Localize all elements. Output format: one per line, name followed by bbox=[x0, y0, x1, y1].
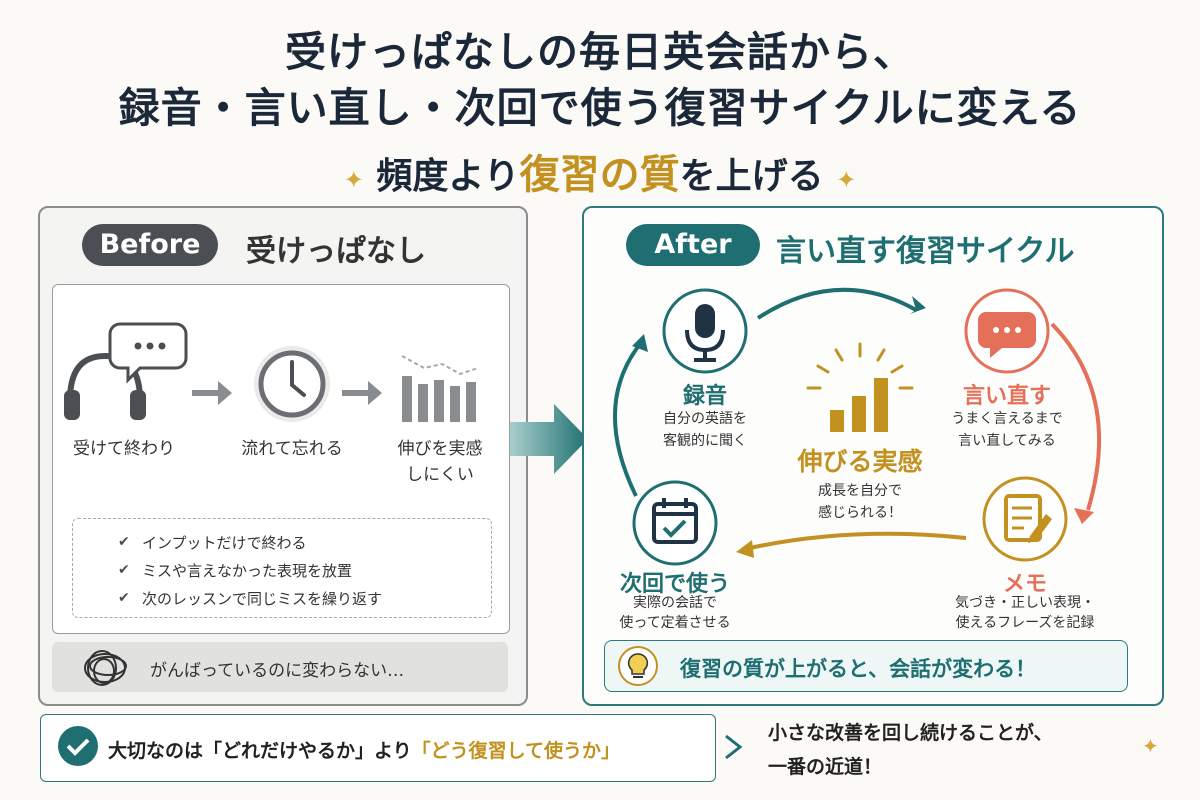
main-title-line1: 受けっぱなしの毎日英会話から、 bbox=[285, 28, 915, 76]
check-icon: ✔ bbox=[118, 562, 130, 578]
arrow-right-icon bbox=[192, 381, 232, 405]
after-summary-bar bbox=[604, 640, 1128, 692]
arrow-right-icon bbox=[342, 381, 382, 405]
check-circle-icon bbox=[58, 726, 98, 766]
lightbulb-icon bbox=[618, 646, 658, 686]
growth-bar-chart-icon bbox=[806, 342, 914, 432]
before-step-3-line2: しにくい bbox=[406, 465, 474, 485]
center-growth-title: 伸びる実感 bbox=[797, 447, 923, 476]
after-pill: After bbox=[626, 224, 760, 266]
cycle-arrows bbox=[613, 287, 1102, 558]
clock-icon bbox=[254, 346, 330, 422]
struggle-bar bbox=[52, 642, 508, 692]
microphone-icon bbox=[662, 288, 748, 374]
center-growth-desc2: 感じられる！ bbox=[818, 505, 902, 521]
before-step-1: 受けて終わり bbox=[73, 439, 175, 459]
sparkle-icon: ✦ bbox=[343, 166, 364, 194]
main-title-line2: 録音・言い直し・次回で使う復習サイクルに変える bbox=[118, 84, 1082, 132]
notepad-icon bbox=[982, 476, 1068, 562]
node-next-desc1: 実際の会話で bbox=[633, 595, 717, 611]
node-next-desc2: 使って定着させる bbox=[619, 615, 731, 631]
sparkle-icon: ✦ bbox=[836, 166, 857, 194]
flat-bar-chart-icon bbox=[401, 355, 479, 422]
center-growth-desc1: 成長を自分で bbox=[818, 483, 902, 499]
subtitle-post: を上げる bbox=[679, 156, 824, 197]
closing-line1: 小さな改善を回し続けることが、 bbox=[768, 722, 1053, 744]
before-step-3-line1: 伸びを実感 bbox=[397, 439, 483, 459]
key-message-pre: 大切なのは「どれだけやるか」より bbox=[108, 740, 412, 762]
transition-arrow-icon bbox=[510, 404, 588, 474]
closing-line2: 一番の近道！ bbox=[768, 756, 883, 778]
subtitle-highlight: 復習の質 bbox=[519, 152, 680, 198]
check-icon: ✔ bbox=[118, 590, 130, 606]
issue-item: インプットだけで終わる bbox=[142, 534, 307, 552]
node-memo-desc2: 使えるフレーズを記録 bbox=[955, 615, 1095, 631]
node-memo-desc1: 気づき・正しい表現・ bbox=[955, 595, 1095, 611]
issues-box bbox=[72, 518, 492, 618]
calendar-check-icon bbox=[632, 480, 718, 566]
node-restate-title: 言い直す bbox=[962, 384, 1051, 409]
node-next-title: 次回で使う bbox=[619, 572, 730, 597]
node-memo-title: メモ bbox=[1002, 572, 1047, 597]
sparkle-icon: ✦ bbox=[1142, 734, 1159, 758]
node-record-title: 録音 bbox=[682, 384, 727, 409]
after-summary-text: 復習の質が上がると、会話が変わる！ bbox=[680, 657, 1037, 681]
after-panel bbox=[582, 206, 1164, 706]
struggle-text: がんばっているのに変わらない… bbox=[150, 661, 405, 681]
subtitle-pre: 頻度より bbox=[376, 156, 520, 197]
subtitle: ✦ 頻度より復習の質を上げる ✦ bbox=[0, 142, 1200, 200]
speech-bubble-icon bbox=[964, 288, 1050, 374]
tangled-yarn-icon bbox=[84, 650, 127, 686]
node-restate-desc2: 言い直してみる bbox=[958, 433, 1056, 449]
before-pill: Before bbox=[82, 224, 218, 266]
issue-item: 次のレッスンで同じミスを繰り返す bbox=[142, 590, 383, 608]
key-message-highlight: 「どう復習して使うか」 bbox=[411, 740, 621, 762]
headphones-chat-icon bbox=[64, 322, 188, 420]
issue-item: ミスや言えなかった表現を放置 bbox=[142, 562, 353, 580]
before-heading: 受けっぱなし bbox=[246, 234, 426, 269]
before-step-2: 流れて忘れる bbox=[241, 439, 343, 459]
check-icon: ✔ bbox=[118, 534, 130, 550]
node-restate-desc1: うまく言えるまで bbox=[951, 411, 1063, 427]
node-record-desc2: 客観的に聞く bbox=[663, 433, 747, 449]
key-message-text: 大切なのは「どれだけやるか」より「どう復習して使うか」 bbox=[108, 736, 620, 763]
node-record-desc1: 自分の英語を bbox=[663, 411, 747, 427]
after-heading: 言い直す復習サイクル bbox=[776, 234, 1075, 269]
chevron-right-icon bbox=[725, 734, 743, 760]
key-message-box bbox=[40, 714, 716, 782]
